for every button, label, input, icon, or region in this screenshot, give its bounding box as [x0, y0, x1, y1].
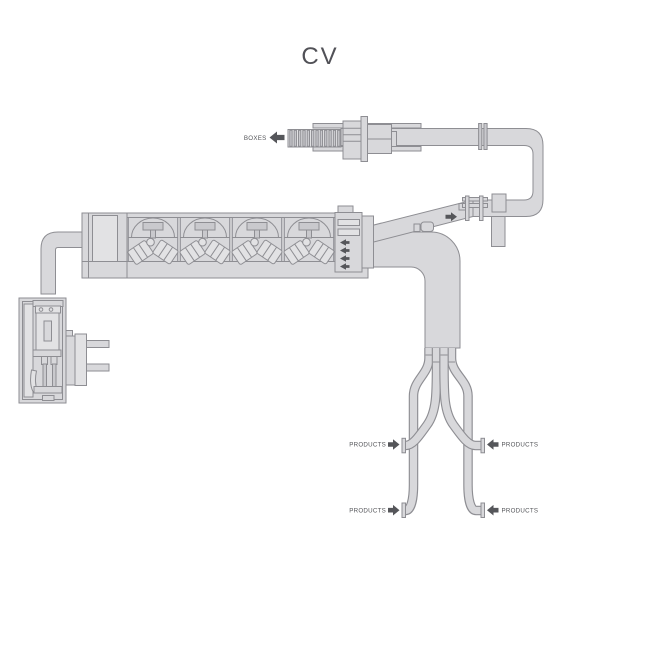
- products-label: PRODUCTS: [502, 442, 539, 449]
- gate-crossbar: [462, 203, 488, 208]
- elevator-rod: [42, 363, 47, 389]
- box-transfer-conveyor: [359, 193, 507, 247]
- conveyor-stand: [491, 193, 507, 213]
- products-infeed-bottom-left: PRODUCTS: [349, 504, 400, 516]
- products-infeed-bottom-right: PRODUCTS: [487, 504, 539, 516]
- lane-end-cap: [401, 502, 406, 518]
- box-transfer-arrow-icon: [445, 212, 457, 222]
- products-label: PRODUCTS: [349, 507, 386, 514]
- gate-crossbar: [462, 197, 488, 202]
- infeed-block-cap: [337, 205, 354, 214]
- products-flow-arrow-icon-top-right: [487, 439, 499, 450]
- machine-infeed-arrow-icon-3: [340, 255, 350, 262]
- machine-base: [126, 261, 369, 279]
- lane-end-cap: [401, 437, 406, 454]
- elevator-rod: [52, 363, 57, 389]
- product-elevator-column: [361, 231, 461, 349]
- elevator-fork-upper: [86, 340, 110, 348]
- products-flow-arrow-icon-bottom-right: [487, 504, 499, 516]
- conveyor-fitting: [420, 221, 434, 232]
- conveyor-fitting: [413, 223, 421, 232]
- lane-end-cap: [480, 437, 485, 454]
- transfer-station: [342, 116, 397, 162]
- products-infeed-top-left: PRODUCTS: [349, 439, 400, 450]
- gate-post: [479, 195, 484, 221]
- gate-post: [465, 195, 470, 221]
- machine-infeed-arrow-icon-4: [340, 263, 350, 270]
- products-flow-arrow-icon-bottom-left: [388, 504, 400, 516]
- boxes-label: BOXES: [244, 135, 267, 142]
- products-label: PRODUCTS: [502, 507, 539, 514]
- conveyor-joint-marker: [483, 123, 488, 150]
- outfeed-elbow-conveyor: [40, 231, 84, 295]
- diagram-title: CV: [301, 43, 338, 70]
- packing-machine: [81, 205, 374, 279]
- machine-infeed-arrow-icon-1: [340, 239, 350, 246]
- conveyor-leg: [491, 216, 506, 247]
- elevator-fork-lower: [86, 363, 110, 372]
- machine-infeed-arrow-icon-2: [340, 247, 350, 254]
- machine-side-panel: [361, 215, 374, 269]
- lane-end-cap: [480, 502, 485, 518]
- products-flow-arrow-icon-top-left: [388, 439, 400, 450]
- boxes-outfeed: BOXES: [244, 131, 285, 144]
- case-elevator: [18, 297, 110, 404]
- conveyor-joint-marker: [478, 123, 483, 150]
- product-lanes: [401, 348, 485, 518]
- slat-conveyor: [287, 129, 342, 148]
- products-label: PRODUCTS: [349, 442, 386, 449]
- boxes-flow-arrow-icon: [269, 131, 285, 144]
- products-infeed-top-right: PRODUCTS: [487, 439, 538, 450]
